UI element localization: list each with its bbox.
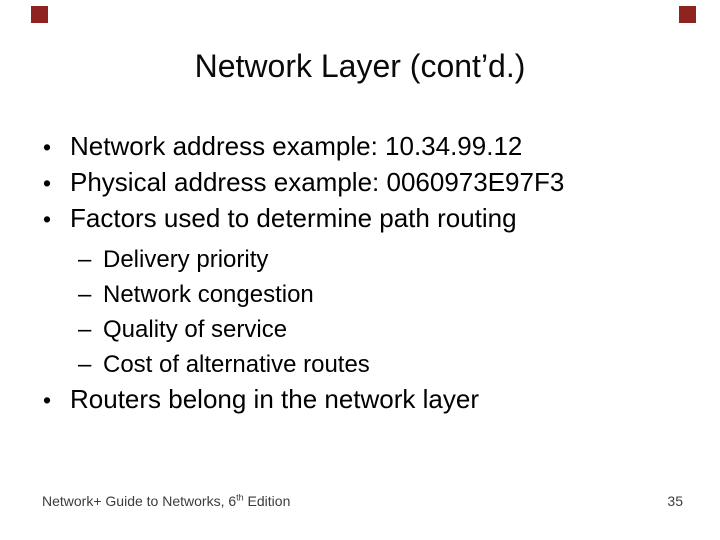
dash-icon: – <box>78 246 92 273</box>
sub-bullet-text: Network congestion <box>103 281 314 308</box>
bullet-list: • Network address example: 10.34.99.12 • P… <box>0 129 710 418</box>
sub-bullet-text: Delivery priority <box>103 246 269 273</box>
bullet-icon: • <box>43 206 52 232</box>
footer-book-title: Network+ Guide to Networks, 6th Edition <box>42 493 290 509</box>
sub-bullet-item: –Quality of service <box>0 312 710 347</box>
bullet-text: Network address example: 10.34.99.12 <box>70 131 523 161</box>
page-number: 35 <box>667 493 683 509</box>
bullet-icon: • <box>43 134 52 160</box>
dash-icon: – <box>78 281 92 308</box>
bullet-item: • Network address example: 10.34.99.12 <box>0 129 710 165</box>
bullet-text: Routers belong in the network layer <box>70 384 480 414</box>
sub-bullet-item: –Delivery priority <box>0 242 710 277</box>
corner-accent-right-square <box>679 6 696 23</box>
bullet-item: • Routers belong in the network layer <box>0 382 710 418</box>
dash-icon: – <box>78 316 92 343</box>
sub-bullet-item: –Network congestion <box>0 277 710 312</box>
bullet-text: Factors used to determine path routing <box>70 203 517 233</box>
sub-bullet-item: –Cost of alternative routes <box>0 347 710 382</box>
bullet-item: • Factors used to determine path routing <box>0 201 710 237</box>
bullet-item: • Physical address example: 0060973E97F3 <box>0 165 710 201</box>
slide-title: Network Layer (cont’d.) <box>194 48 526 84</box>
sub-bullet-text: Cost of alternative routes <box>103 351 370 378</box>
bullet-icon: • <box>43 170 52 196</box>
dash-icon: – <box>78 351 92 378</box>
bullet-text: Physical address example: 0060973E97F3 <box>70 167 565 197</box>
bullet-icon: • <box>43 387 52 413</box>
footer-edition-superscript: th <box>236 492 244 503</box>
sub-bullet-text: Quality of service <box>103 316 288 343</box>
corner-accent-left-square <box>31 6 48 23</box>
footer-book-suffix: Edition <box>243 493 291 509</box>
footer-book-prefix: Network+ Guide to Networks, 6 <box>42 493 237 509</box>
slide-footer: Network+ Guide to Networks, 6th Edition … <box>42 493 683 509</box>
